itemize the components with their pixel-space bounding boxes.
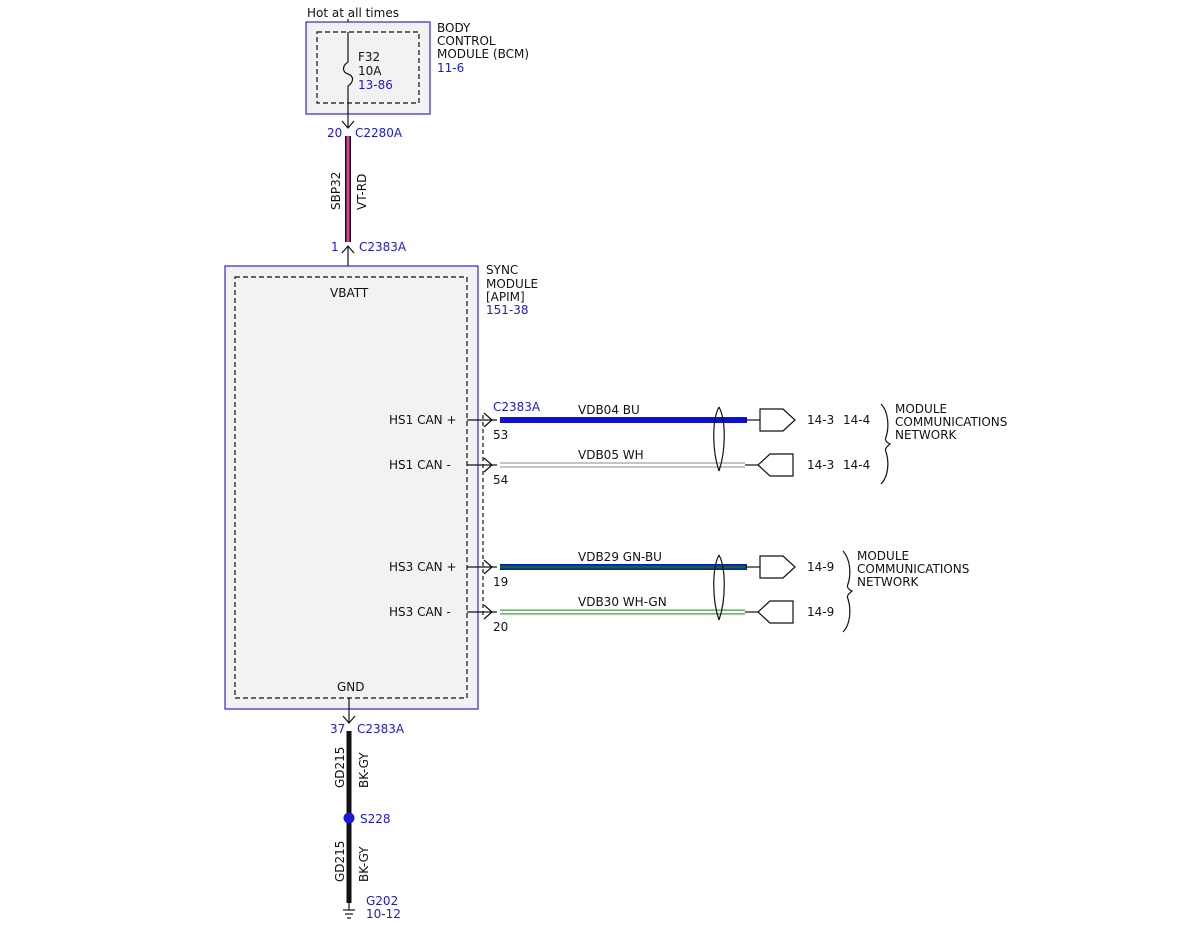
can-1-pin-label: HS1 CAN + — [389, 413, 457, 427]
bcm-ref-link[interactable]: 11-6 — [437, 61, 464, 75]
can-4-circuit: VDB30 WH-GN — [578, 595, 667, 609]
gnd-label: GND — [337, 680, 365, 694]
twisted-pair-icon — [713, 406, 725, 472]
can-connector-label[interactable]: C2383A — [493, 400, 541, 414]
fuse-name: F32 — [358, 50, 380, 64]
can-4-pin-label: HS3 CAN - — [389, 605, 451, 619]
connector-chevron-icon — [341, 120, 355, 129]
bcm-name-line1: BODY — [437, 21, 471, 35]
gnd-wire-circuit-upper: GD215 — [333, 747, 347, 788]
fuse-ref-link[interactable]: 13-86 — [358, 78, 393, 92]
can-1-ref-link[interactable]: 14-4 — [843, 413, 870, 427]
ground-label[interactable]: G202 — [366, 894, 398, 908]
arrow-out-icon — [759, 408, 796, 432]
gnd-wire-color-upper: BK-GY — [357, 752, 371, 788]
can-2-pin-label: HS1 CAN - — [389, 458, 451, 472]
can-2-pin-number: 54 — [493, 473, 508, 487]
arrow-out-icon — [759, 555, 796, 579]
network-1-line2: COMMUNICATIONS — [895, 415, 1007, 429]
network-brace-icon — [842, 550, 854, 633]
connector-chevron-icon — [483, 559, 493, 575]
fuse-icon — [342, 61, 354, 87]
can-4-ref-link[interactable]: 14-9 — [807, 605, 834, 619]
network-1-line3: NETWORK — [895, 428, 958, 442]
sync-ref-link[interactable]: 151-38 — [486, 303, 529, 317]
connector-chevron-icon — [483, 412, 493, 428]
arrow-in-icon — [757, 600, 794, 624]
can-1-ref-link[interactable]: 14-3 — [807, 413, 834, 427]
feed-pin-bottom: 1 — [331, 240, 339, 254]
sync-name-line1: SYNC — [486, 263, 518, 277]
gnd-connector[interactable]: C2383A — [357, 722, 405, 736]
can-2-circuit: VDB05 WH — [578, 448, 644, 462]
can-3-ref-link[interactable]: 14-9 — [807, 560, 834, 574]
connector-chevron-icon — [342, 715, 356, 724]
gnd-wire-color-lower: BK-GY — [357, 846, 371, 882]
sync-name-line2: MODULE — [486, 277, 538, 291]
network-1-line1: MODULE — [895, 402, 947, 416]
bcm-name-line2: CONTROL — [437, 34, 496, 48]
can-3-pin-number: 19 — [493, 575, 508, 589]
ground-symbol-icon — [343, 903, 355, 919]
network-2-line1: MODULE — [857, 549, 909, 563]
can-3-circuit: VDB29 GN-BU — [578, 550, 662, 564]
feed-wire-circuit: SBP32 — [329, 172, 343, 210]
feed-connector-bottom[interactable]: C2383A — [359, 240, 407, 254]
sync-module-box[interactable] — [224, 265, 479, 710]
feed-pin-top: 20 — [327, 126, 342, 140]
can-1-pin-number: 53 — [493, 428, 508, 442]
can-4-pin-number: 20 — [493, 620, 508, 634]
can-3-pin-label: HS3 CAN + — [389, 560, 457, 574]
feed-wire-color: VT-RD — [355, 174, 369, 210]
network-2-line3: NETWORK — [857, 575, 920, 589]
bcm-fuse-box-dashed — [316, 31, 420, 104]
vbatt-label: VBATT — [330, 286, 369, 300]
bcm-module-box[interactable] — [305, 21, 431, 115]
fuse-rating: 10A — [358, 64, 382, 78]
gnd-wire-circuit-lower: GD215 — [333, 841, 347, 882]
sync-name-line3: [APIM] — [486, 290, 525, 304]
network-brace-icon — [880, 403, 892, 485]
bcm-name-line3: MODULE (BCM) — [437, 47, 529, 61]
network-2-line2: COMMUNICATIONS — [857, 562, 969, 576]
can-2-ref-link[interactable]: 14-3 — [807, 458, 834, 472]
twisted-pair-icon — [713, 554, 725, 621]
connector-chevron-icon — [483, 457, 493, 473]
feed-connector-top[interactable]: C2280A — [355, 126, 403, 140]
can-2-ref-link[interactable]: 14-4 — [843, 458, 870, 472]
connector-chevron-icon — [483, 604, 493, 620]
splice-s228-icon[interactable] — [343, 812, 355, 824]
hot-at-all-times-label: Hot at all times — [307, 6, 399, 20]
sync-module-dashed — [234, 276, 468, 699]
ground-ref-link[interactable]: 10-12 — [366, 907, 401, 921]
can-1-circuit: VDB04 BU — [578, 403, 640, 417]
gnd-pin: 37 — [330, 722, 345, 736]
splice-label[interactable]: S228 — [360, 812, 391, 826]
arrow-in-icon — [757, 453, 794, 477]
